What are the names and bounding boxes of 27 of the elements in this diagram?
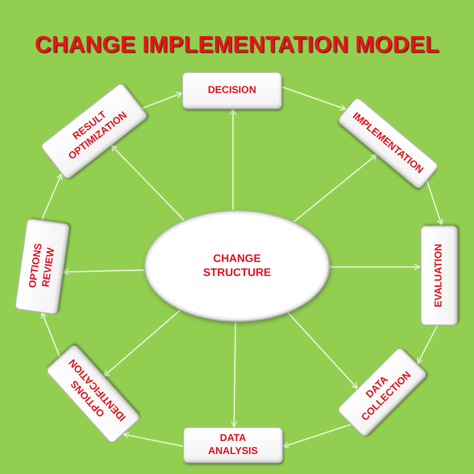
process-box [183,427,283,463]
arrow [416,324,438,364]
ellipse-node [144,210,330,322]
arrow [330,264,420,270]
arrow [142,92,182,109]
arrow [288,312,358,389]
arrow [110,144,184,220]
arrow [293,154,378,222]
diagram-title: CHANGE IMPLEMENTATION MODEL [34,31,440,58]
arrow [41,173,62,220]
arrow [230,322,238,428]
arrow [282,86,346,111]
node-label: EVALUATION [432,243,445,307]
node-label: CHANGE STRUCTURE [202,252,272,280]
process-box [14,217,70,315]
node-label: OPTIONS REVIEW [26,241,58,290]
process-box [420,225,457,325]
arrow [41,312,60,357]
arrow [426,180,444,226]
arrow [62,268,144,276]
arrow [282,424,351,448]
process-box [182,72,282,109]
arrow [122,432,184,447]
arrow [230,108,236,210]
node-label: DECISION [208,84,256,97]
node-label: DATA ANALYSIS [207,432,259,458]
arrow [103,310,181,377]
